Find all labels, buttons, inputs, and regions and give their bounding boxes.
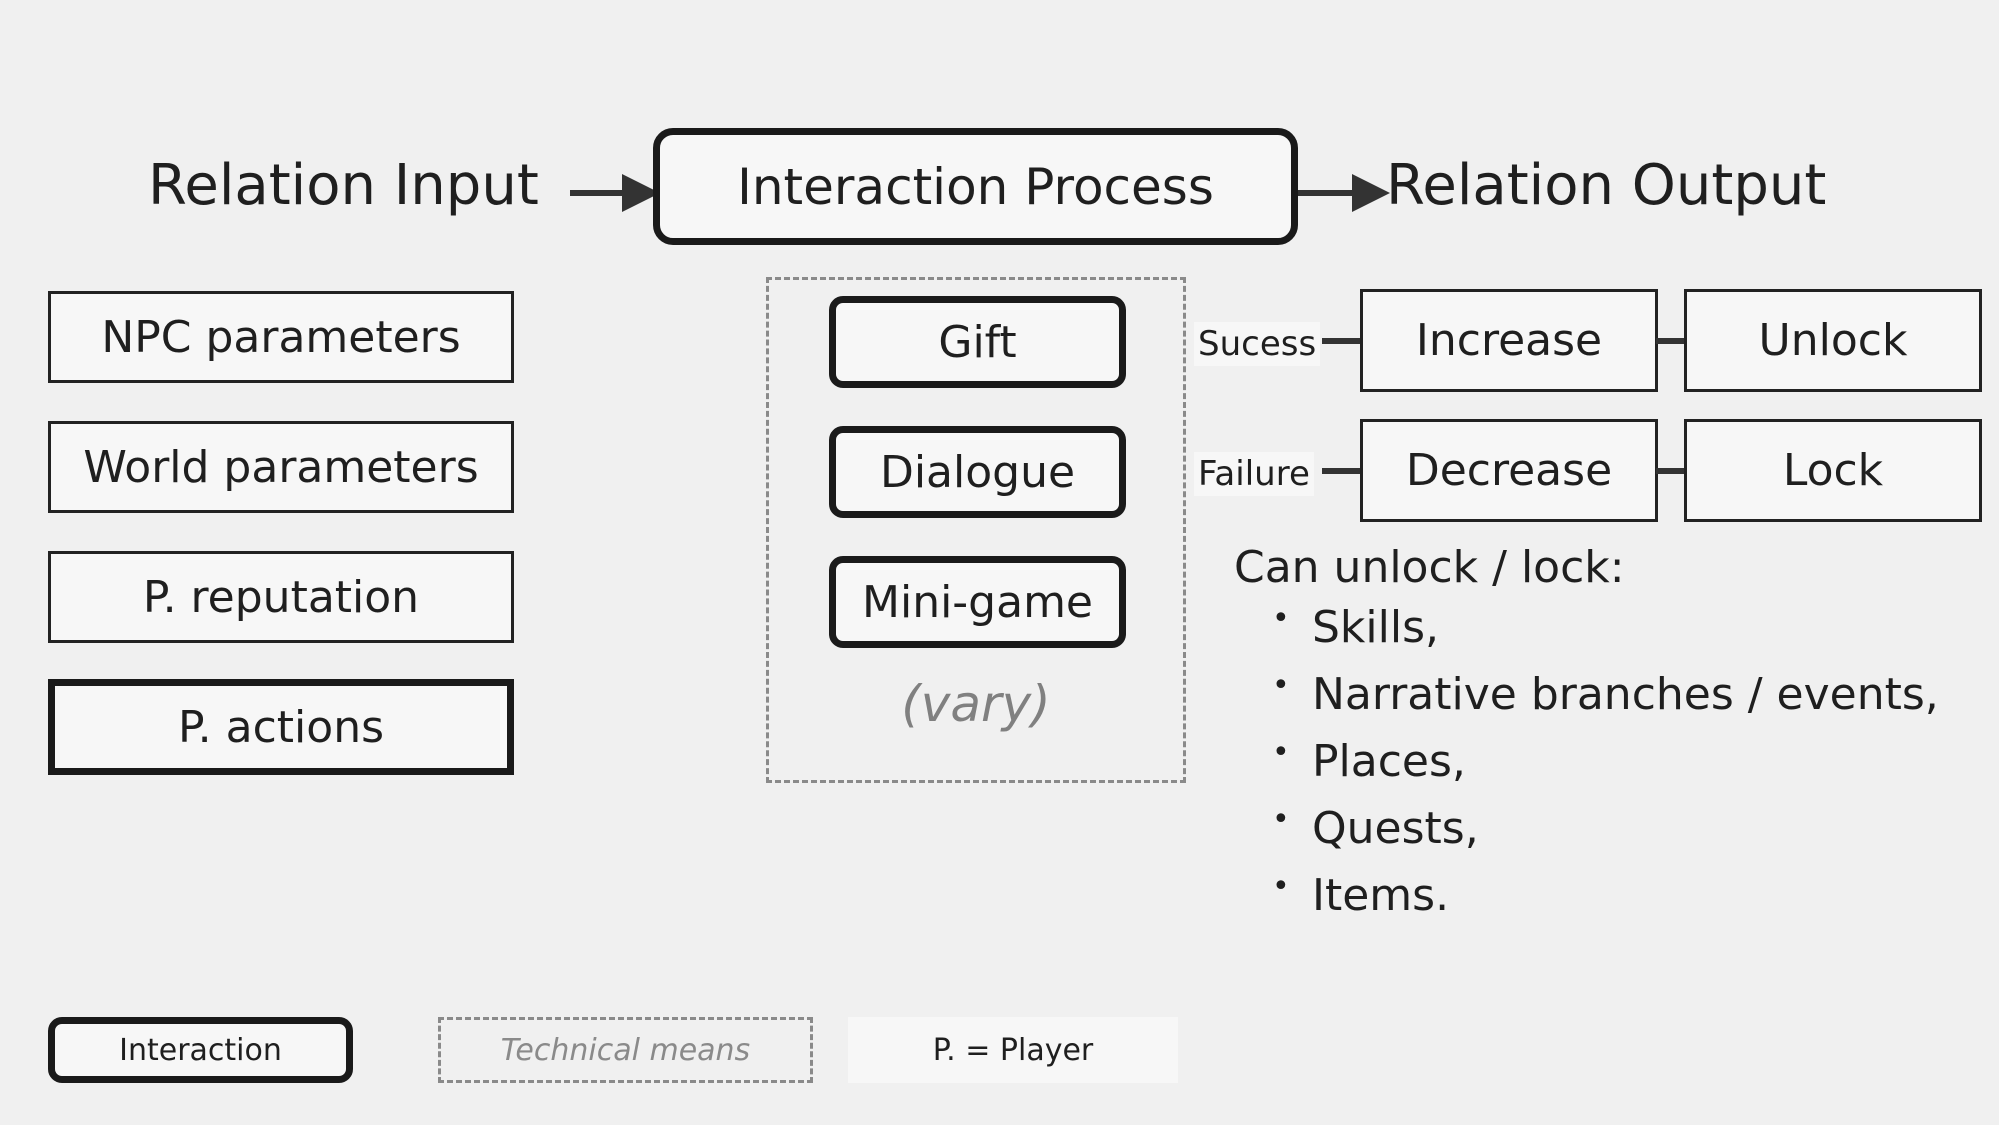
list-item: Items. — [1234, 872, 1994, 918]
input-box-label: P. reputation — [142, 571, 420, 623]
branch-label-sucess: Sucess — [1194, 322, 1321, 366]
legend-item-player-abbreviation: P. = Player — [848, 1017, 1178, 1083]
interaction-process-label: Interaction Process — [737, 157, 1214, 216]
means-box-gift[interactable]: Gift — [829, 296, 1126, 388]
input-box-world-parameters[interactable]: World parameters — [48, 421, 514, 513]
list-item: Quests, — [1234, 805, 1994, 851]
interaction-process-box[interactable]: Interaction Process — [653, 128, 1298, 245]
list-item: Narrative branches / events, — [1234, 671, 1994, 717]
connector-sucess-increase — [1322, 338, 1364, 344]
output-box-unlock[interactable]: Unlock — [1684, 289, 1982, 392]
relation-output-title: Relation Output — [1386, 153, 1827, 218]
vary-note: (vary) — [901, 675, 1051, 733]
arrow-right-icon-output — [1298, 174, 1390, 212]
means-box-label: Gift — [938, 316, 1017, 368]
means-box-label: Dialogue — [879, 446, 1076, 498]
connector-failure-decrease — [1322, 468, 1364, 474]
connector-decrease-lock — [1656, 468, 1700, 474]
input-box-label: World parameters — [83, 441, 479, 493]
unlock-lock-list: Skills, Narrative branches / events, Pla… — [1234, 604, 1994, 918]
output-box-increase[interactable]: Increase — [1360, 289, 1658, 392]
input-box-p-actions[interactable]: P. actions — [48, 679, 514, 775]
input-box-label: P. actions — [177, 701, 384, 753]
relation-input-title: Relation Input — [148, 153, 539, 218]
legend-label-interaction: Interaction — [119, 1032, 282, 1068]
list-item: Skills, — [1234, 604, 1994, 650]
input-box-npc-parameters[interactable]: NPC parameters — [48, 291, 514, 383]
output-box-decrease[interactable]: Decrease — [1360, 419, 1658, 522]
legend-label-player: P. = Player — [932, 1032, 1094, 1068]
input-box-p-reputation[interactable]: P. reputation — [48, 551, 514, 643]
output-box-label: Decrease — [1405, 445, 1613, 496]
means-box-dialogue[interactable]: Dialogue — [829, 426, 1126, 518]
output-box-label: Increase — [1415, 315, 1603, 366]
branch-label-failure: Failure — [1194, 452, 1314, 496]
means-box-label: Mini-game — [862, 576, 1093, 628]
output-box-label: Lock — [1782, 445, 1884, 496]
list-item: Places, — [1234, 738, 1994, 784]
output-box-lock[interactable]: Lock — [1684, 419, 1982, 522]
means-box-mini-game[interactable]: Mini-game — [829, 556, 1126, 648]
input-box-label: NPC parameters — [101, 311, 461, 363]
legend-label-technical-means: Technical means — [500, 1032, 751, 1068]
connector-increase-unlock — [1656, 338, 1700, 344]
legend-item-interaction: Interaction — [48, 1017, 353, 1083]
output-box-label: Unlock — [1758, 315, 1908, 366]
legend-item-technical-means: Technical means — [438, 1017, 813, 1083]
unlock-lock-block: Can unlock / lock: Skills, Narrative bra… — [1234, 542, 1994, 941]
unlock-lock-title: Can unlock / lock: — [1234, 542, 1625, 593]
technical-means-group — [766, 277, 1186, 783]
arrow-right-icon-input — [570, 174, 660, 212]
